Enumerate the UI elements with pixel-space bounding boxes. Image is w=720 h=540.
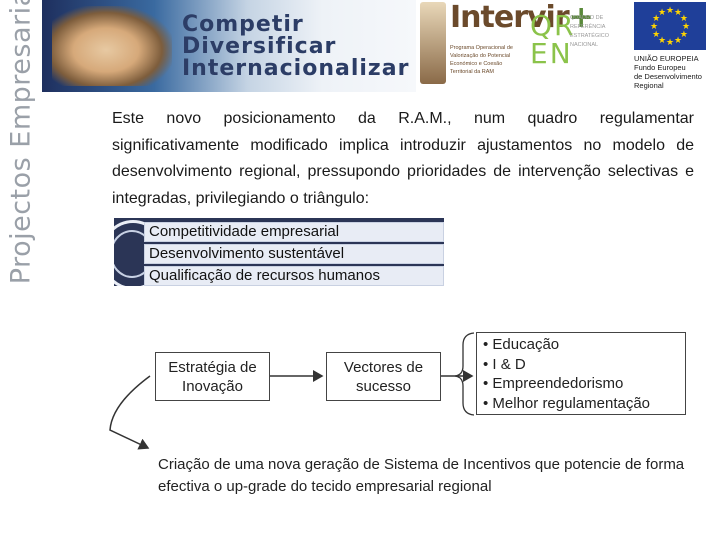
slogan-line-2: Diversificar bbox=[182, 34, 337, 59]
priority-item: Qualificação de recursos humanos bbox=[144, 266, 444, 286]
eu-star-icon: ★ bbox=[674, 7, 683, 18]
priority-item: Desenvolvimento sustentável bbox=[144, 244, 444, 264]
arrow-to-conclusion bbox=[109, 375, 151, 450]
success-vectors-box: Vectores de sucesso bbox=[326, 352, 441, 401]
eu-star-icon: ★ bbox=[658, 34, 667, 45]
header-banner: Competir Diversificar Internacionalizar bbox=[42, 0, 416, 92]
conclusion-text: Criação de uma nova geração de Sistema d… bbox=[158, 456, 685, 495]
qren-logo-text: QUADRO DE REFERÊNCIA ESTRATÉGICO NACIONA… bbox=[570, 15, 610, 48]
slogan-line-1: Competir bbox=[182, 12, 304, 37]
eu-logo-text: UNIÃO EUROPEIA Fundo Europeu de Desenvol… bbox=[634, 54, 702, 90]
priority-item: Competitividade empresarial bbox=[144, 222, 444, 242]
qren-logo-letters: QR EN bbox=[530, 9, 576, 70]
swirl-decoration bbox=[114, 220, 166, 286]
slogan: Competir Diversificar Internacionalizar bbox=[182, 14, 409, 80]
vectors-brace bbox=[454, 332, 475, 416]
swirl-decoration-inner bbox=[114, 230, 154, 278]
handshake-image bbox=[52, 6, 172, 86]
vector-item: Melhor regulamentação bbox=[483, 394, 650, 414]
eu-star-icon: ★ bbox=[652, 13, 661, 23]
eu-star-icon: ★ bbox=[652, 29, 661, 39]
eu-star-icon: ★ bbox=[682, 21, 691, 31]
intervir-logo-mark bbox=[420, 2, 446, 84]
vector-item: Empreendedorismo bbox=[483, 374, 650, 394]
intervir-logo-word: Intervir+ bbox=[450, 0, 594, 35]
intervir-logo-description: Programa Operacional de Valorização do P… bbox=[450, 45, 513, 75]
eu-star-icon: ★ bbox=[679, 29, 688, 39]
eu-star-icon: ★ bbox=[674, 34, 683, 45]
eu-star-icon: ★ bbox=[650, 21, 659, 31]
vector-item: I & D bbox=[483, 355, 650, 375]
eu-flag-icon: ★★★★★★★★★★★★ bbox=[634, 2, 706, 50]
vector-item: Educação bbox=[483, 335, 650, 355]
eu-star-icon: ★ bbox=[666, 5, 675, 15]
innovation-strategy-box: Estratégia de Inovação bbox=[155, 352, 270, 401]
intervir-logo: Intervir+ Programa Operacional de Valori… bbox=[416, 0, 594, 92]
slogan-line-3: Internacionalizar bbox=[182, 56, 410, 81]
eu-star-icon: ★ bbox=[679, 13, 688, 23]
vectors-list-box: Educação I & D Empreendedorismo Melhor r… bbox=[476, 332, 686, 415]
qren-logo: QR EN QUADRO DE REFERÊNCIA ESTRATÉGICO N… bbox=[530, 12, 628, 74]
eu-star-icon: ★ bbox=[658, 7, 667, 18]
priorities-list: Competitividade empresarial Desenvolvime… bbox=[144, 222, 444, 288]
eu-logo: ★★★★★★★★★★★★ UNIÃO EUROPEIA Fundo Europe… bbox=[632, 2, 716, 90]
intro-paragraph: Este novo posicionamento da R.A.M., num … bbox=[112, 110, 694, 207]
eu-star-icon: ★ bbox=[666, 37, 675, 47]
